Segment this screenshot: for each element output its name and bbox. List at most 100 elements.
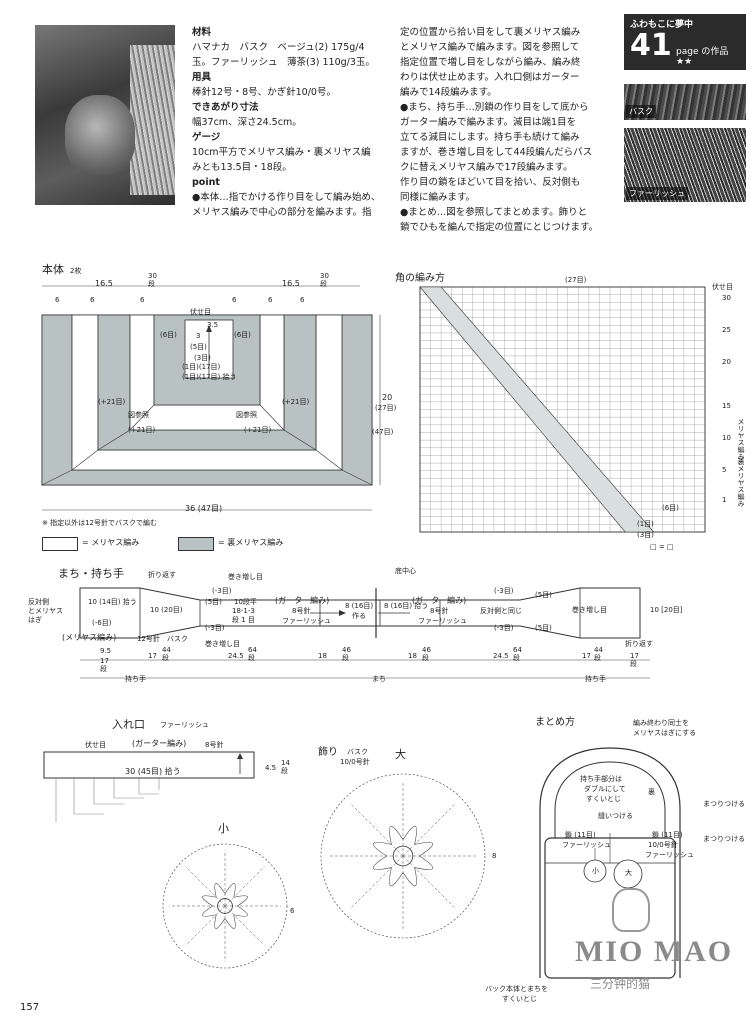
- label-increase: (+21目): [244, 426, 272, 434]
- row-20: 20: [722, 358, 731, 366]
- instruction-line: 鎖でひもを編んで指定の位置にとじつけます。: [400, 222, 599, 233]
- gusset-pickup-14: 10 (14目) 拾う: [88, 598, 137, 606]
- opposite-label: はぎ: [28, 616, 42, 624]
- gusset-decrease-3: (-3目): [494, 624, 514, 632]
- dim-6: 6: [55, 296, 60, 304]
- bottom-center-label: 底中心: [395, 567, 416, 575]
- flower-small: [162, 843, 288, 969]
- dim-17-rows: 17 段: [630, 652, 639, 669]
- yarn-swatch-furrish: ファーリッシュ: [624, 128, 746, 202]
- stockinette-label: (メリヤス編み): [62, 633, 117, 642]
- label-pickup: (1目)(17目) 拾う: [182, 373, 237, 381]
- dim-46-rows: 46 段: [342, 646, 351, 663]
- dim-18: 18: [318, 652, 327, 660]
- opening-rows: 14 段: [281, 759, 290, 776]
- dim-height-stitches: (27目): [375, 404, 397, 412]
- point-heading: point: [192, 177, 220, 188]
- label-3-stitches: (3目): [194, 354, 211, 362]
- garter-label: (ガーター編み): [132, 739, 187, 748]
- gusset-decrease-3: (-3目): [212, 587, 232, 595]
- body-chart-title: 本体: [42, 263, 64, 276]
- cast-on-label: 巻き増し目: [572, 606, 607, 614]
- gusset-5-stitches: (5目): [205, 598, 222, 606]
- label-increase: (+21目): [128, 426, 156, 434]
- page-number: 157: [20, 1002, 40, 1013]
- bind-off-label: 伏せ目: [712, 283, 733, 291]
- cast-on-label: 巻き増し目: [228, 573, 263, 581]
- instruction-line: わりは伏せ止めます。入れ口側はガーター: [400, 72, 580, 83]
- gusset-rows-note: 10段平: [234, 598, 257, 606]
- dim-64-rows: 64 段: [513, 646, 522, 663]
- flower-large: [320, 773, 486, 939]
- assembly-note: メリヤスはぎにする: [633, 729, 697, 737]
- decor-title: 飾り: [318, 747, 338, 758]
- garter-label: (ガーター編み): [275, 596, 330, 605]
- row-30: 30: [722, 294, 731, 302]
- dim-24-5: 24.5: [228, 652, 244, 660]
- needle-label: 8号針: [292, 607, 311, 615]
- instruction-line: ●まとめ…図を参照してまとめます。飾りと: [400, 207, 588, 218]
- assembly-diagram: [539, 747, 681, 979]
- fold-label: 折り返す: [148, 571, 176, 579]
- dim-24-5: 24.5: [493, 652, 509, 660]
- legend-stockinette: = メリヤス編み: [82, 538, 140, 547]
- row-15: 15: [722, 402, 731, 410]
- hook-label: 10/0号針: [648, 841, 678, 849]
- bag-shape: [65, 95, 135, 175]
- large-flower-label: 大: [625, 869, 632, 877]
- label-6-stitches: (6目): [234, 331, 251, 339]
- size-line: 幅37cm、深さ24.5cm。: [192, 117, 302, 128]
- dim-height: 20: [382, 393, 393, 402]
- instruction-line: ●まち、持ち手…別鎖の作り目をして底から: [400, 102, 589, 113]
- body-chart-diagram: [41, 285, 381, 511]
- gusset-20-stitches: 10 [20目]: [650, 606, 683, 614]
- instruction-line: 定の位置から拾い目をして裏メリヤス編み: [400, 27, 581, 38]
- bind-off-label: 伏せ目: [85, 741, 106, 749]
- gusset-dimensions: [80, 659, 650, 679]
- gauge-line: 10cm平方でメリヤス編み・裏メリヤス編: [192, 147, 371, 158]
- fur-texture: [130, 45, 175, 195]
- gusset-rows-note: 18-1-3: [232, 607, 255, 615]
- dim-rows-30: 30 段: [320, 272, 329, 289]
- cast-on-label: 巻き増し目: [205, 640, 240, 648]
- pattern-number: 41: [630, 28, 672, 63]
- sew-on-label: 縫いつける: [598, 812, 633, 820]
- gusset-title: まち・持ち手: [58, 567, 124, 580]
- cast-on-label: 作る: [352, 612, 366, 620]
- instruction-line: ガーター編みで編みます。減目は端1目を: [400, 117, 577, 128]
- side-label-stockinette: メリヤス編み: [737, 418, 746, 460]
- dim-64-rows: 64 段: [248, 646, 257, 663]
- dim-17: 17: [148, 652, 157, 660]
- decor-hook: 10/0号針: [340, 758, 370, 766]
- point-line: ●本体…指でかける作り目をして編み始め、: [192, 192, 381, 203]
- decor-yarn: バスク: [347, 748, 368, 756]
- assembly-title: まとめ方: [535, 717, 575, 728]
- needle-note: ※ 指定以外は12号針でバスクで編む: [42, 519, 157, 527]
- opposite-label: 反対側: [28, 598, 49, 606]
- instruction-line: ますが、巻き増し目をして44段編んだらバス: [400, 147, 593, 158]
- instruction-line: 編みで14段編みます。: [400, 87, 497, 98]
- assembly-note: 持ち手部分は: [580, 775, 622, 783]
- point-line: メリヤス編みで中心の部分を編みます。指: [192, 207, 372, 218]
- opening-diagram: [43, 751, 255, 822]
- assembly-note: すくいとじ: [586, 795, 621, 803]
- yarn-label: ファーリッシュ: [562, 841, 611, 849]
- dim-8-large: 8: [492, 852, 497, 860]
- dim-9-5: 9.5: [100, 647, 112, 655]
- materials-column: 材料 ハマナカ バスク ベージュ(2) 175g/4 玉。ファーリッシュ 薄茶(…: [192, 25, 381, 220]
- label-increase: (+21目): [98, 398, 126, 406]
- row-10: 10: [722, 434, 731, 442]
- bag-photo: [35, 25, 175, 205]
- gusset-5-stitches: (5目): [535, 591, 552, 599]
- gusset-5-stitches: (5目): [535, 624, 552, 632]
- dim-width-left: 16.5: [95, 279, 113, 288]
- gusset-20-stitches: 10 (20目): [150, 606, 183, 614]
- instruction-line: 同様に編みます。: [400, 192, 476, 203]
- dim-rows-30: 30 段: [148, 272, 157, 289]
- assembly-note: 編み終わり同士を: [633, 719, 689, 727]
- pattern-badge: ふわもこに夢中 41 page の作品 ★★: [624, 14, 746, 70]
- dim-6: 6: [140, 296, 145, 304]
- dim-6-small: 6: [290, 907, 295, 915]
- series-title: ふわもこに夢中: [630, 20, 694, 30]
- watermark-logo: MIO MAO: [575, 935, 734, 968]
